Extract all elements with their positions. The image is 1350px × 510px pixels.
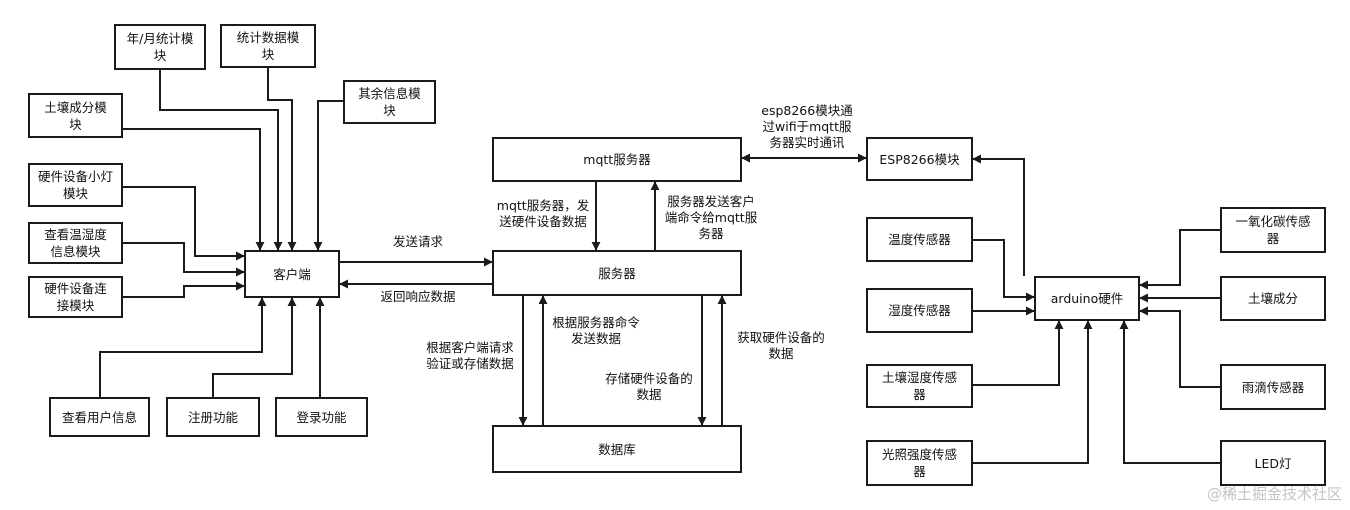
stats-data-module: 统计数据模 块 <box>220 24 316 68</box>
edge-temp-sensor-arduino <box>973 239 1035 302</box>
label-server-send-cmd: 服务器发送客户 端命令给mqtt服 务器 <box>664 194 758 241</box>
server-node: 服务器 <box>492 250 742 296</box>
humid-sensor-node: 湿度传感器 <box>866 288 973 333</box>
edge-light-sensor-arduino <box>973 320 1093 464</box>
label-db-by-request: 根据客户端请求 验证或存储数据 <box>426 340 514 371</box>
watermark: @稀土掘金技术社区 <box>1206 485 1342 503</box>
edge-soil-humid-arduino <box>973 320 1064 386</box>
label-db-send-by-cmd: 根据服务器命令 发送数据 <box>552 315 640 346</box>
edge-led-arduino <box>1119 320 1220 464</box>
soil-humid-sensor-node: 土壤湿度传感 器 <box>866 364 973 408</box>
year-month-stats-module: 年/月统计模 块 <box>114 24 206 70</box>
client-node: 客户端 <box>244 250 340 298</box>
esp8266-node: ESP8266模块 <box>866 137 973 181</box>
label-mqtt-send-hw: mqtt服务器，发 送硬件设备数据 <box>496 198 590 229</box>
user-info-function: 查看用户信息 <box>49 397 150 437</box>
edge-register-client <box>212 297 297 397</box>
edge-hw-light-client <box>123 186 245 261</box>
edge-year-month-client <box>159 70 283 251</box>
edge-temp-humid-client <box>123 242 245 277</box>
edge-hw-conn-client <box>123 281 245 298</box>
edge-other-client <box>313 100 343 251</box>
label-store-hw: 存储硬件设备的 数据 <box>605 371 693 402</box>
rain-sensor-node: 雨滴传感器 <box>1220 364 1326 410</box>
temp-sensor-node: 温度传感器 <box>866 217 973 262</box>
edge-co-sensor-arduino <box>1139 229 1220 290</box>
soil-node: 土壤成分 <box>1220 276 1326 321</box>
register-function: 注册功能 <box>166 397 260 437</box>
login-function: 登录功能 <box>275 397 368 437</box>
database-node: 数据库 <box>492 425 742 473</box>
co-sensor-node: 一氧化碳传感 器 <box>1220 207 1326 253</box>
temp-humid-module: 查看温湿度 信息模块 <box>28 222 123 264</box>
led-node: LED灯 <box>1220 440 1326 486</box>
edge-arduino-esp8266 <box>972 154 1025 276</box>
arduino-node: arduino硬件 <box>1034 276 1140 321</box>
label-esp-note: esp8266模块通 过wifi于mqtt服 务器实时通讯 <box>761 103 853 150</box>
edge-user-info-client <box>99 297 267 397</box>
light-sensor-node: 光照强度传感 器 <box>866 440 973 486</box>
hw-light-module: 硬件设备小灯 模块 <box>28 163 123 207</box>
edge-rain-sensor-arduino <box>1139 306 1220 388</box>
hw-conn-module: 硬件设备连 接模块 <box>28 276 123 318</box>
soil-module: 土壤成分模 块 <box>28 93 123 138</box>
label-send-request: 发送请求 <box>392 234 443 249</box>
edge-stats-client <box>267 68 297 251</box>
label-get-hw: 获取硬件设备的 数据 <box>737 330 825 361</box>
label-return-response: 返回响应数据 <box>380 289 456 304</box>
edge-soil-module-client <box>123 128 265 251</box>
mqtt-server-node: mqtt服务器 <box>492 137 742 182</box>
other-info-module: 其余信息模 块 <box>343 80 436 124</box>
